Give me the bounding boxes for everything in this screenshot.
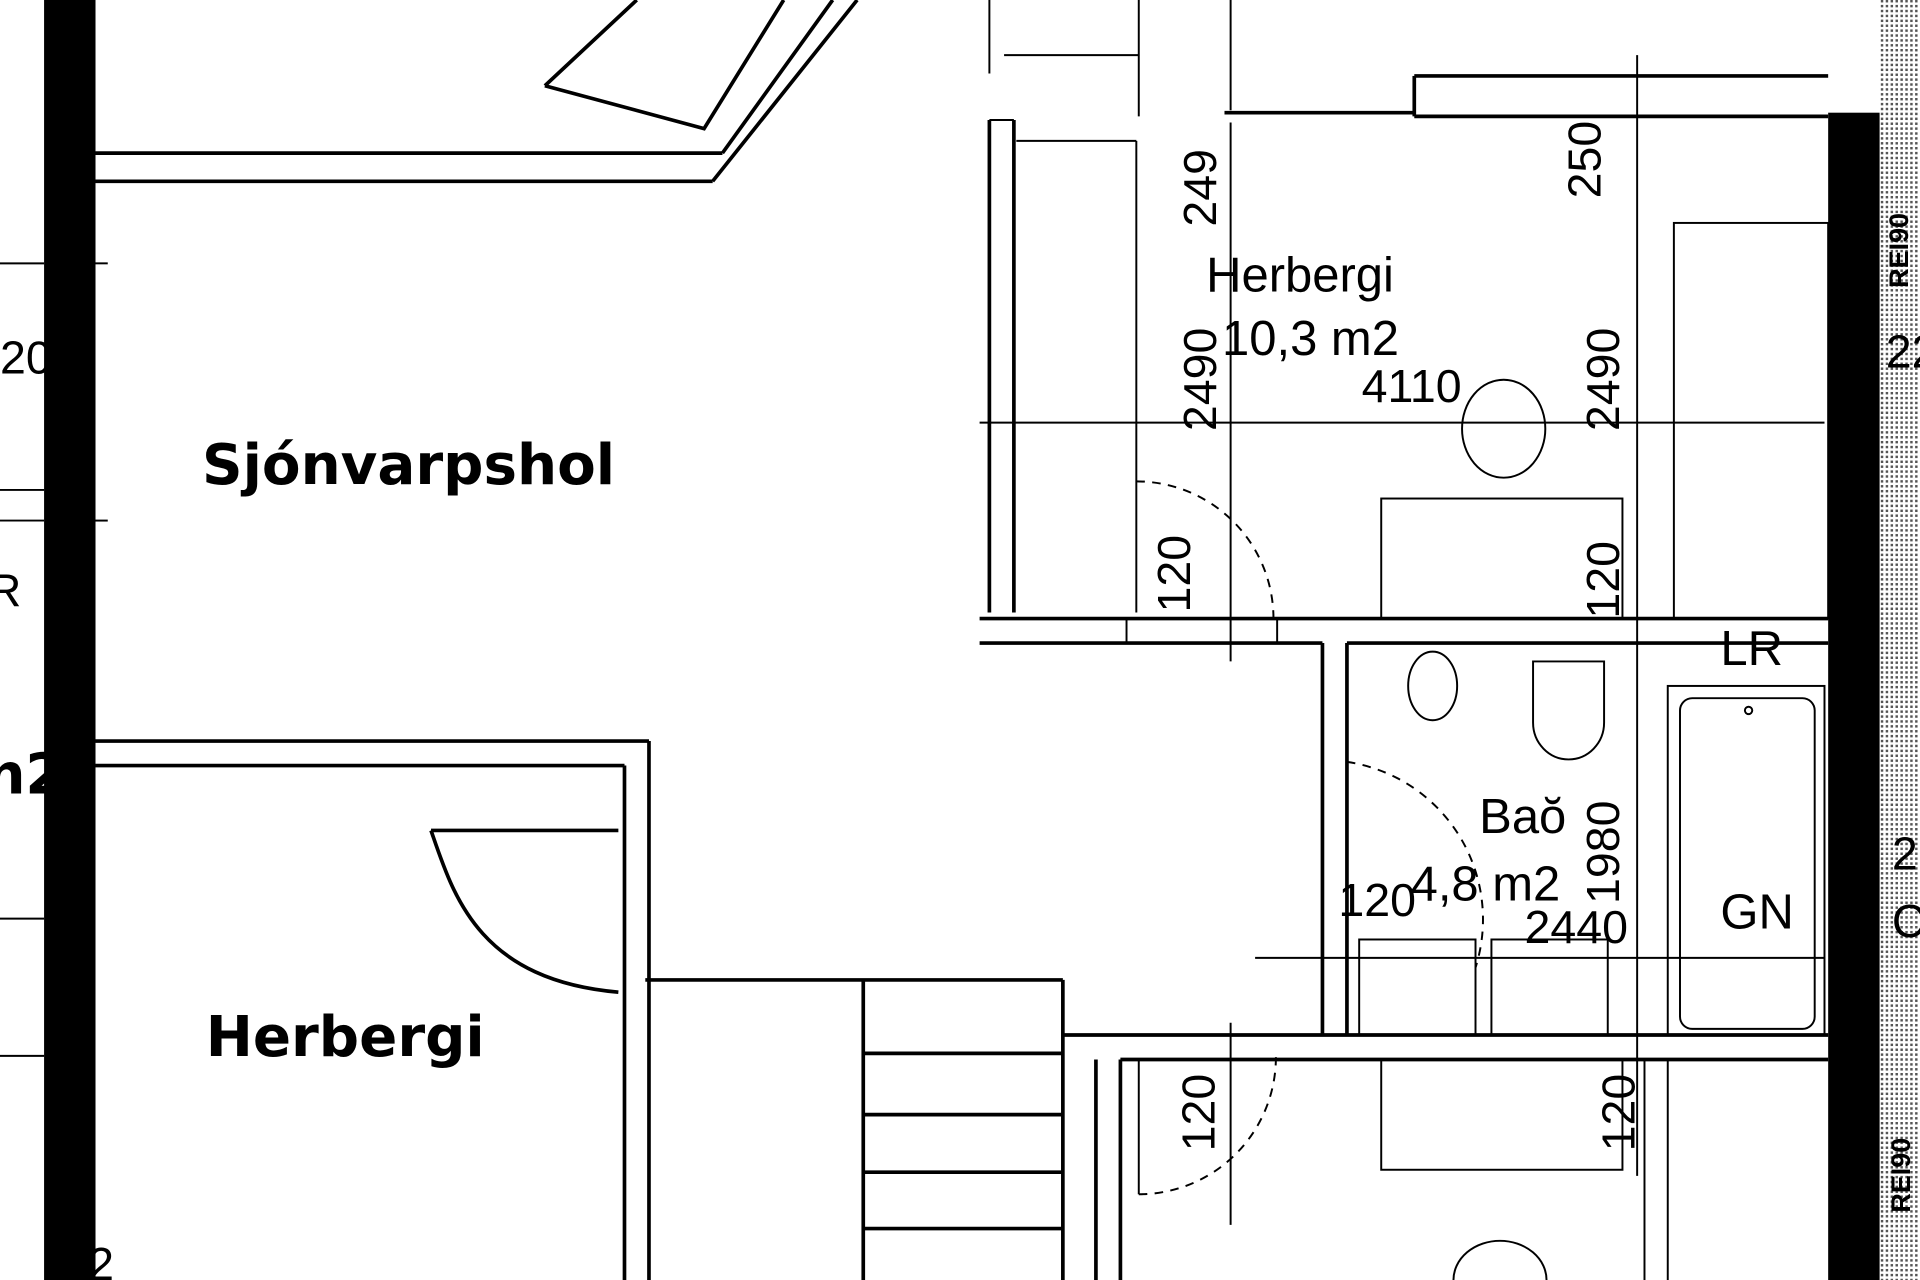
room-label-bath: Baŏ [1479,790,1566,844]
dimension-top-right: 250 [1558,121,1610,199]
bathroom-walls [1062,643,1829,1280]
edge-text: 22 [1886,325,1920,377]
room-label-bedroom-left: Herbergi [206,1005,485,1070]
dimension-height-bath: 1980 [1577,800,1629,904]
dimension-door-bath: 120 [1338,874,1416,926]
dimension-door-right: 120 [1577,541,1629,619]
room-area-bath: 4,8 m2 [1411,857,1561,911]
lower-room-walls [1137,1022,1669,1280]
edge-text: R [0,564,21,616]
lr-label: LR [1720,622,1783,676]
dimension-lower-left: 120 [1173,1074,1225,1152]
wall-rating-label: REI90 [1886,1138,1916,1213]
bathtub-label: GN [1720,885,1793,939]
edge-text: C [1892,895,1920,947]
edge-text: n2 [0,743,65,808]
left-exterior-wall [44,0,96,1280]
dimension-door-left: 120 [1148,535,1200,613]
edge-text: 2 [1892,828,1918,880]
dimension-lower-right: 120 [1593,1074,1645,1152]
staircase [645,978,1065,1280]
dimension-width-bath: 2440 [1524,901,1627,953]
room-area-bedroom-right: 10,3 m2 [1222,312,1399,366]
exterior-hatch [1879,0,1920,1280]
dimension-height-left: 2490 [1174,328,1226,432]
wall-rating-label-top: REI90 [1884,213,1914,288]
lower-left-room-walls [95,739,651,1280]
dimension-height-right: 2490 [1577,328,1629,432]
dimension-top-left: 249 [1174,149,1226,227]
top-left-walls [0,0,859,1057]
room-label-tv-room: Sjónvarpshol [202,433,615,498]
bedroom-right-walls [979,0,1830,1176]
right-exterior-wall [1828,112,1880,1280]
edge-text: 20 [0,332,52,384]
room-label-bedroom-right: Herbergi [1206,249,1394,303]
edge-text: 2 [88,1238,114,1280]
dimension-width-bedroom: 4110 [1362,360,1462,412]
